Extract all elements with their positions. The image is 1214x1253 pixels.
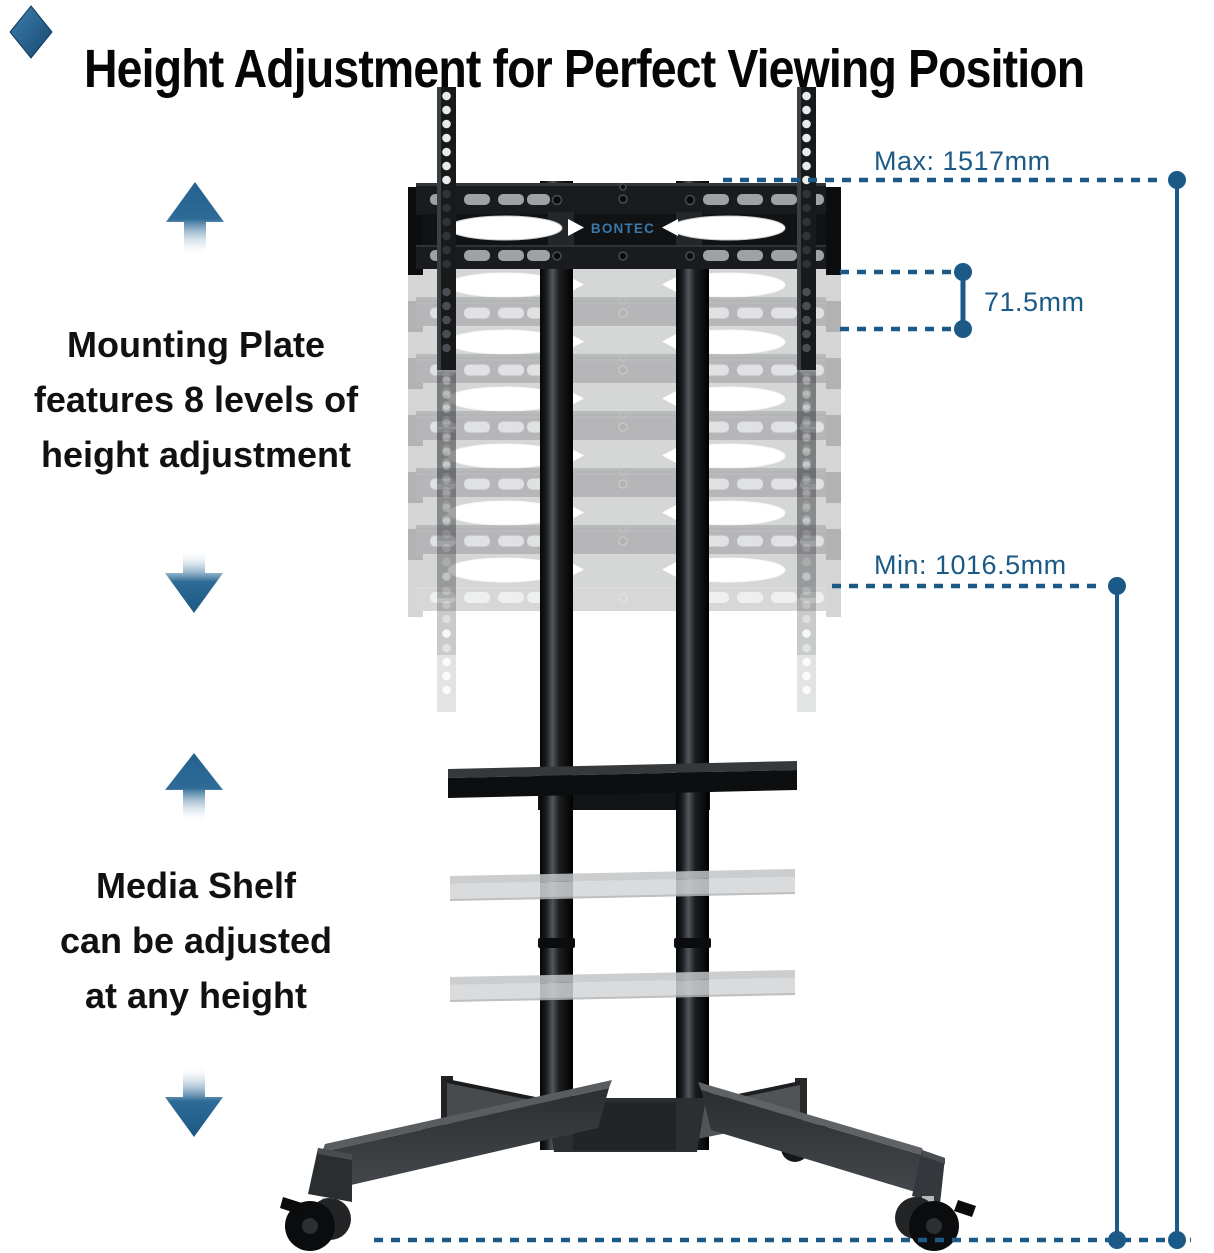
brand-logo: BONTEC — [591, 221, 655, 236]
callout-line: can be adjusted — [59, 920, 333, 961]
step-dimension-line — [840, 263, 972, 338]
mounting-plate-callout: Mounting Plate features 8 levels of heig… — [18, 317, 374, 482]
caster-wheel-right — [895, 1197, 976, 1251]
pole-right — [676, 181, 709, 1150]
media-shelf — [448, 761, 797, 798]
front-leg-right — [698, 1082, 945, 1206]
step-height-label: 71.5mm — [984, 287, 1085, 317]
down-arrow-icon — [165, 1065, 223, 1137]
callout-line: at any height — [84, 975, 308, 1016]
max-height-label: Max: 1517mm — [874, 146, 1051, 176]
up-arrow-icon — [166, 182, 224, 256]
title-diamond-icon — [8, 4, 54, 60]
vesa-arm-left — [437, 87, 456, 370]
min-height-dimension-line — [832, 577, 1126, 1249]
mounting-bracket: BONTEC — [407, 182, 842, 276]
callout-line: height adjustment — [40, 434, 351, 475]
caster-wheel-left — [280, 1197, 351, 1251]
page-title: Height Adjustment for Perfect Viewing Po… — [84, 39, 1085, 100]
pole-left — [540, 181, 573, 1150]
callout-line: Media Shelf — [95, 865, 297, 906]
base-assembly — [280, 1076, 976, 1251]
ghost-media-shelves — [450, 869, 795, 1002]
measurement-lines — [374, 171, 1191, 1249]
front-leg-left — [308, 1080, 612, 1208]
min-height-label: Min: 1016.5mm — [874, 550, 1067, 580]
callout-line: Mounting Plate — [67, 324, 325, 365]
up-arrow-icon — [165, 753, 223, 823]
vesa-arm-right — [797, 87, 816, 370]
media-shelf-callout: Media Shelf can be adjusted at any heigh… — [18, 858, 374, 1023]
callout-line: features 8 levels of — [33, 379, 359, 420]
down-arrow-icon — [165, 550, 223, 613]
